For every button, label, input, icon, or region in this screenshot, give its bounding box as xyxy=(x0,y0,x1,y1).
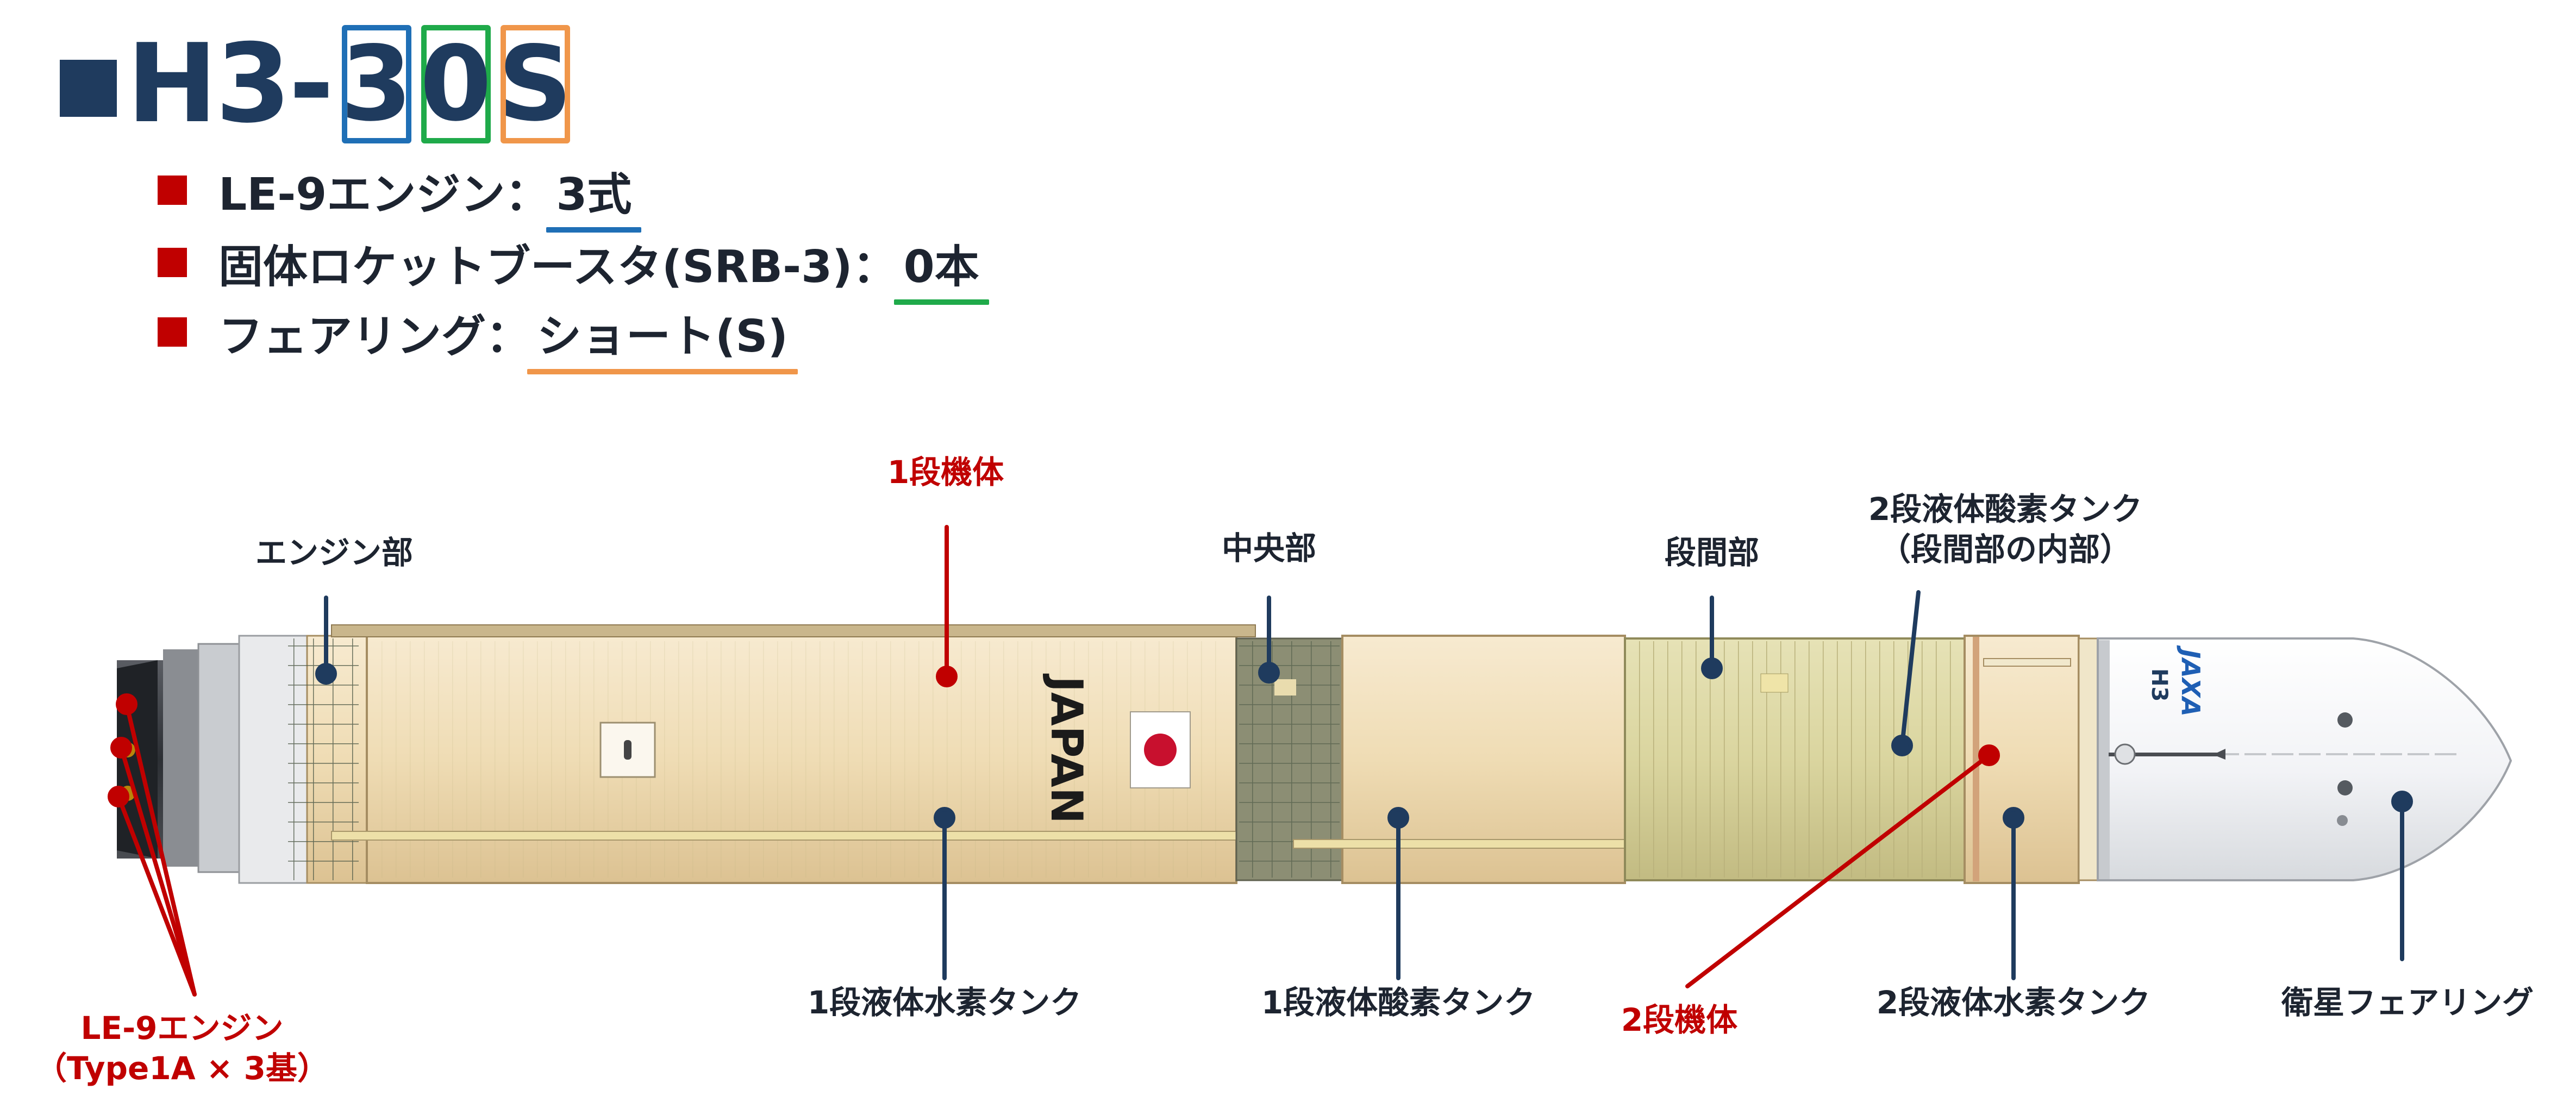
label-line: （段間部の内部） xyxy=(1831,529,2179,569)
stage1-lox-tank xyxy=(1293,636,1630,883)
label-stage1-body: 1段機体 xyxy=(856,452,1035,492)
label-stage2-lh2-tank: 2段液体水素タンク xyxy=(1840,982,2187,1023)
label-line: （Type1A × 3基） xyxy=(16,1048,348,1088)
interstage xyxy=(1625,638,1965,880)
satellite-fairing: H3 JAXA xyxy=(2098,638,2511,880)
stage1-lh2-tank xyxy=(332,625,1288,883)
label-le9-engine: LE-9エンジン （Type1A × 3基） xyxy=(16,1008,348,1088)
label-center-section: 中央部 xyxy=(1187,528,1350,568)
label-line: 2段液体酸素タンク xyxy=(1831,489,2179,529)
engine-section xyxy=(239,636,367,883)
label-engine-section: エンジン部 xyxy=(247,533,421,573)
label-stage2-lox-tank: 2段液体酸素タンク （段間部の内部） xyxy=(1831,489,2179,569)
japan-marking: JAPAN xyxy=(1041,673,1092,824)
label-stage1-lh2-tank: 1段液体水素タンク xyxy=(771,982,1118,1023)
label-line: LE-9エンジン xyxy=(16,1008,348,1048)
japan-letter: JAPAN xyxy=(1041,673,1092,824)
h3-mark: H3 xyxy=(2147,668,2172,701)
label-stage1-lox-tank: 1段液体酸素タンク xyxy=(1224,982,1572,1023)
label-interstage: 段間部 xyxy=(1630,533,1793,573)
label-stage2-body: 2段機体 xyxy=(1590,1000,1769,1040)
label-fairing: 衛星フェアリング xyxy=(2255,982,2560,1023)
jaxa-logo-icon: JAXA xyxy=(2176,645,2205,717)
